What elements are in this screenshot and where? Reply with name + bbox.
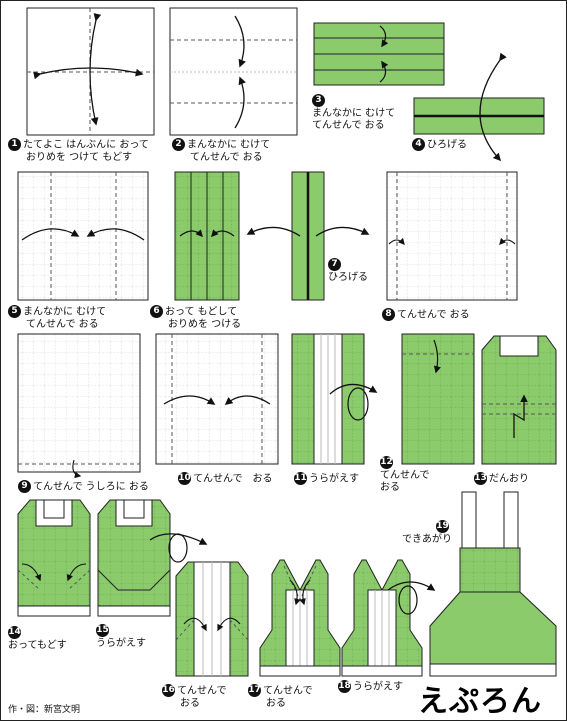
step-17-figure bbox=[259, 559, 341, 677]
step-10-figure bbox=[155, 333, 279, 465]
step-14-figure bbox=[17, 499, 91, 617]
step-11-figure bbox=[291, 333, 378, 465]
diagram-title: えぷろん bbox=[418, 684, 542, 719]
step-19-figure bbox=[429, 491, 557, 677]
step-4-figure bbox=[413, 52, 545, 162]
step-2-figure bbox=[169, 7, 298, 136]
step-9-figure bbox=[17, 333, 141, 479]
step-12-figure bbox=[401, 333, 475, 465]
step-16-figure bbox=[175, 561, 249, 677]
step-7-figure bbox=[246, 171, 370, 301]
step-8-figure bbox=[386, 171, 518, 301]
step-15-figure bbox=[97, 499, 208, 617]
step-6-figure bbox=[174, 171, 240, 301]
step-3-figure bbox=[313, 22, 445, 86]
step-13-figure bbox=[481, 335, 557, 465]
step-5-figure bbox=[17, 171, 149, 301]
step-18-figure bbox=[341, 559, 436, 677]
step-1-figure bbox=[26, 7, 155, 136]
author-credit: 作・図：新宮文明 bbox=[8, 705, 81, 715]
